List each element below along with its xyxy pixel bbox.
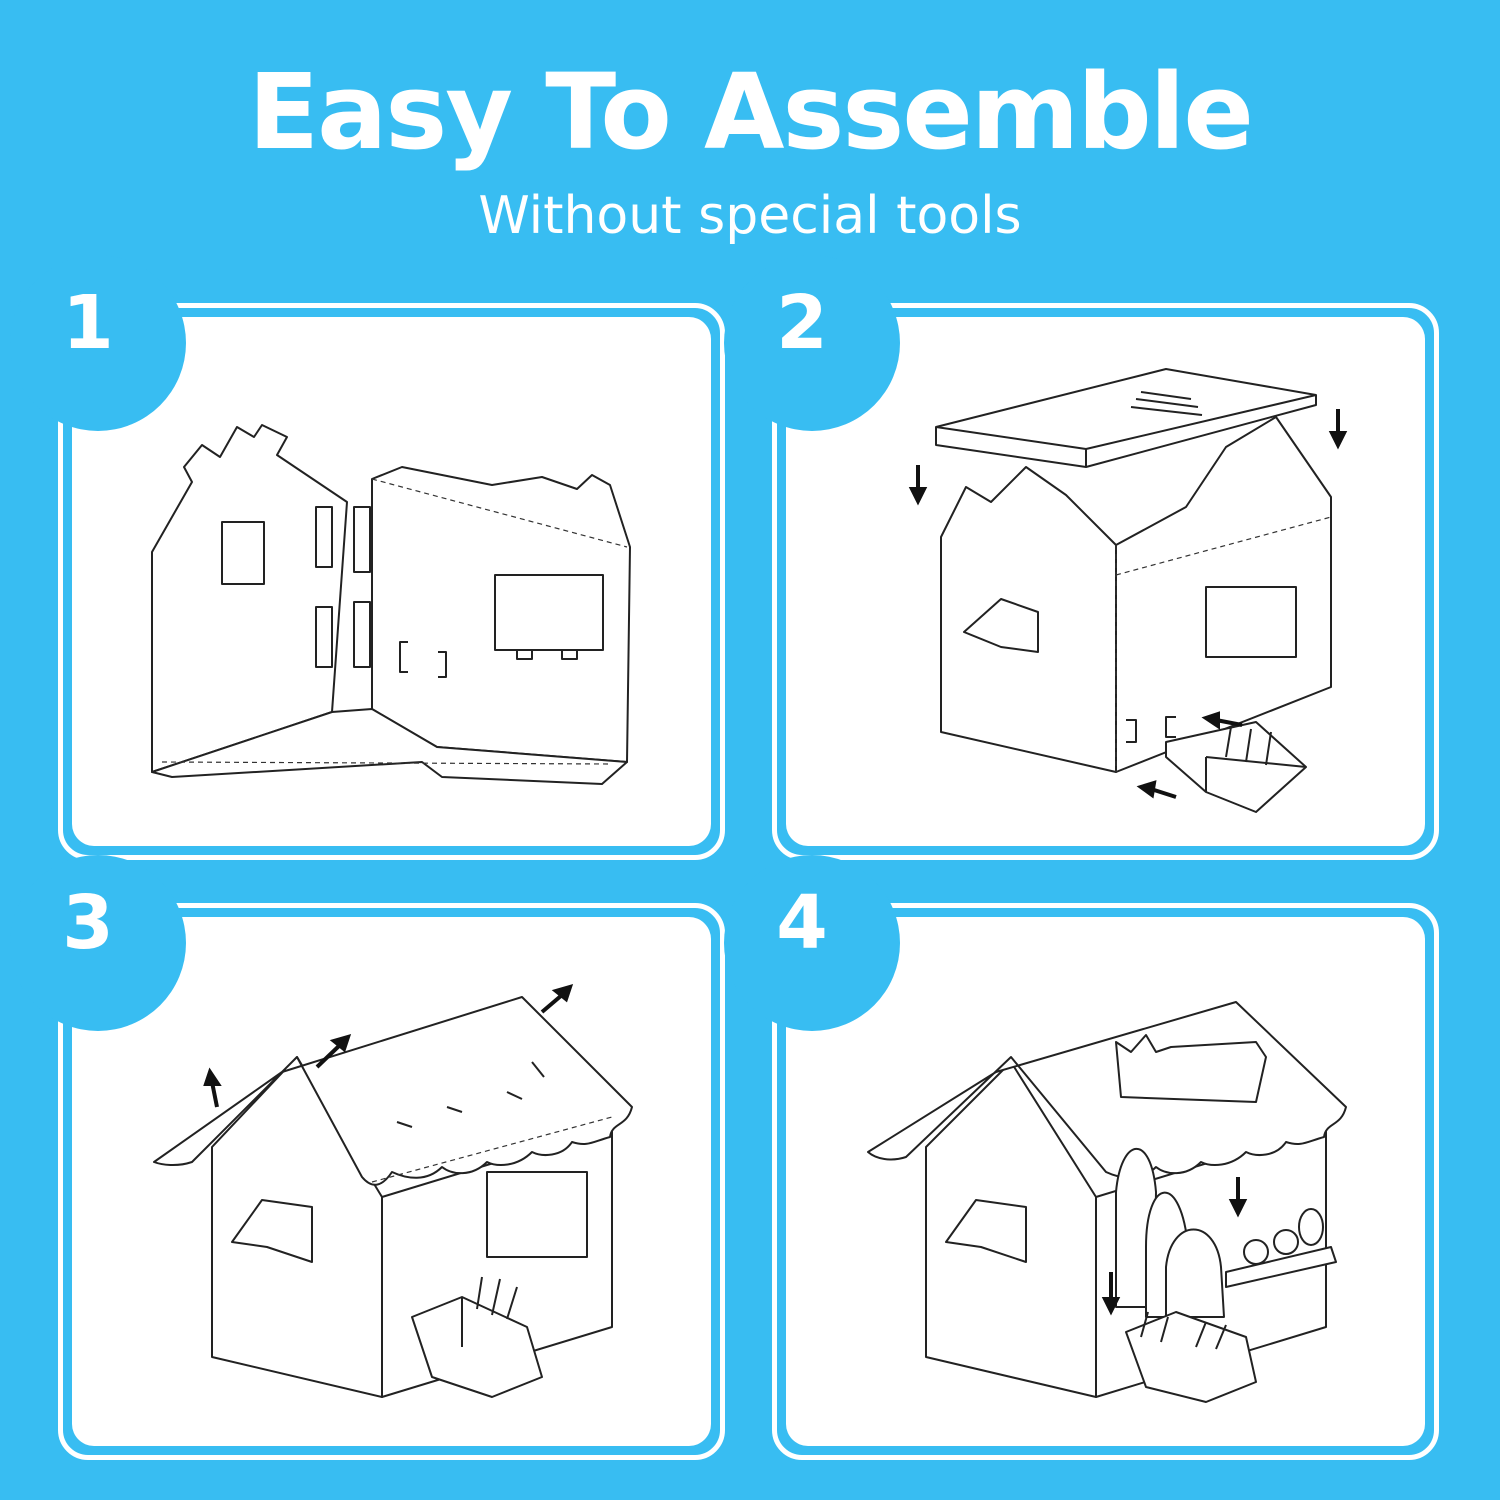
step-card-body: 4 <box>724 855 1425 1446</box>
step-number: 4 <box>776 880 828 966</box>
decorated-house-illustration <box>867 1001 1347 1403</box>
step-badge: 3 <box>10 855 186 1031</box>
house-body-illustration <box>908 368 1348 813</box>
step-card-4: 4 <box>724 855 1439 1460</box>
step-card-3: 3 <box>10 855 725 1460</box>
step-card-1: 1 <box>10 255 725 860</box>
unfolded-house-illustration <box>151 424 631 785</box>
step-badge: 2 <box>724 255 900 431</box>
house-roof-illustration <box>153 984 633 1398</box>
step-badge: 4 <box>724 855 900 1031</box>
step-number: 2 <box>776 280 828 366</box>
step-number: 3 <box>62 880 114 966</box>
step-card-2: 2 <box>724 255 1439 860</box>
page-subtitle: Without special tools <box>478 186 1022 246</box>
step-card-body: 3 <box>10 855 711 1446</box>
step-number: 1 <box>62 280 114 366</box>
step-card-body: 2 <box>724 255 1425 846</box>
step-card-body: 1 <box>10 255 711 846</box>
step-badge: 1 <box>10 255 186 431</box>
page-title: Easy To Assemble <box>248 51 1254 173</box>
